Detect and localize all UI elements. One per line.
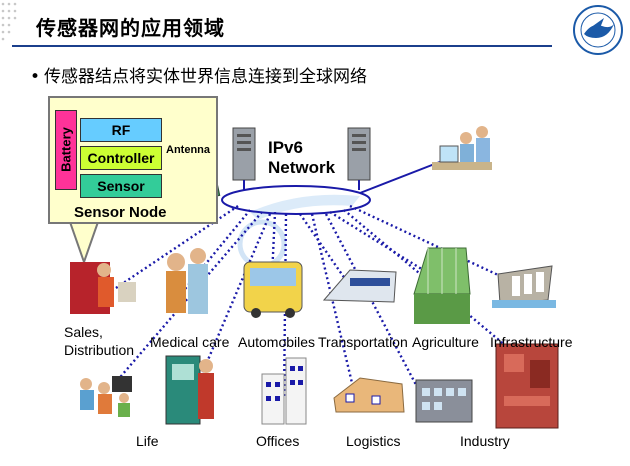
label-transportation: Transportation [318, 334, 408, 350]
title-divider [12, 45, 552, 47]
university-seal-icon [573, 5, 623, 55]
ipv6-network-label: IPv6 Network [268, 138, 335, 178]
label-medical-care: Medical care [150, 334, 230, 350]
watermark-graphic [237, 194, 360, 269]
logistics-icon [333, 377, 405, 413]
label-sales: Sales, [64, 324, 103, 340]
label-automobiles: Automobiles [238, 334, 316, 350]
label-agriculture: Agriculture [412, 334, 479, 350]
label-offices: Offices [256, 433, 300, 449]
network-ring [221, 185, 371, 215]
slide-title: 传感器网的应用领域 [36, 16, 225, 40]
server-right-icon [347, 127, 371, 190]
sensor-module: Sensor [80, 174, 162, 198]
atm-kiosk-icon [165, 355, 214, 425]
bullet-text: 传感器结点将实体世界信息连接到全球网络 [44, 67, 367, 87]
rf-module: RF [80, 118, 162, 142]
transportation-icon [322, 269, 397, 303]
label-life: Life [136, 433, 159, 449]
life-icon [80, 376, 132, 417]
users-at-computer-icon [432, 126, 492, 170]
sales-distribution-icon [70, 262, 136, 314]
battery-block: Battery [55, 110, 77, 190]
antenna-label: Antenna [166, 144, 210, 156]
corner-dot-pattern [1, 2, 17, 41]
label-distribution: Distribution [64, 342, 135, 358]
bullet-marker: • [30, 67, 41, 87]
offices-icon [261, 357, 307, 425]
factory-building-icon [415, 379, 473, 423]
callout-pointer [68, 221, 100, 266]
label-industry: Industry [460, 433, 510, 449]
infrastructure-icon [492, 265, 556, 308]
bullet-point: •传感器结点将实体世界信息连接到全球网络 [30, 62, 367, 87]
agriculture-icon [413, 247, 471, 324]
ipv6-label-line2: Network [268, 158, 336, 177]
ipv6-label-line1: IPv6 [268, 138, 303, 157]
automobiles-icon [243, 261, 303, 318]
sensor-node-title: Sensor Node [74, 204, 167, 221]
medical-care-icon [166, 248, 208, 314]
controller-module: Controller [80, 146, 162, 170]
industrial-machine-icon [495, 343, 559, 429]
battery-label: Battery [58, 127, 74, 172]
label-infrastructure: Infrastructure [490, 334, 573, 350]
label-logistics: Logistics [346, 433, 401, 449]
server-left-icon [232, 127, 256, 190]
